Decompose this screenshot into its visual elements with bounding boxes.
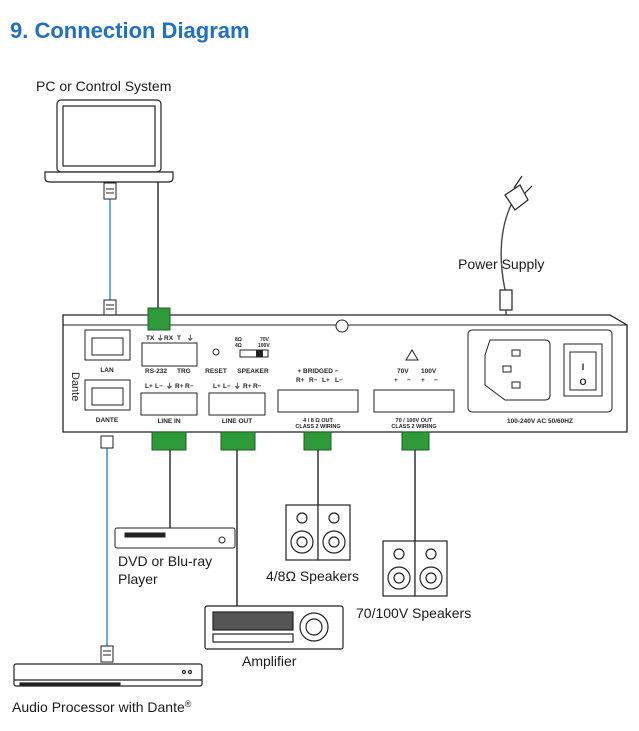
line-out-label: LINE OUT	[222, 418, 252, 425]
page-title: 9. Connection Diagram	[10, 18, 250, 43]
warning-icon	[405, 349, 419, 361]
svg-text:70V: 70V	[397, 368, 409, 375]
svg-text:100V: 100V	[258, 343, 270, 349]
rs232-pin: T	[177, 335, 181, 342]
audio-processor-label: Audio Processor with Dante®	[12, 699, 192, 715]
svg-text:L−: L−	[335, 377, 343, 384]
svg-text:L+: L+	[213, 383, 221, 390]
svg-text:+: +	[394, 377, 398, 384]
line-out-terminal[interactable]	[208, 392, 266, 416]
speakers-48-label: 4/8Ω Speakers	[266, 568, 359, 584]
line-in-label: LINE IN	[157, 418, 180, 425]
power-supply-label: Power Supply	[458, 256, 544, 272]
amplifier-icon	[204, 605, 344, 650]
svg-text:70 / 100V OUT: 70 / 100V OUT	[396, 418, 433, 424]
audio-processor-icon	[13, 663, 203, 687]
line-in-pins: L+ L− ⏚ R+ R−	[145, 382, 194, 390]
rs232-pin: RX	[164, 335, 174, 342]
speaker-mode-switch[interactable]	[239, 349, 269, 358]
svg-text:100V: 100V	[421, 368, 437, 375]
rs232-pin: ⏚	[187, 334, 194, 342]
rs232-pin: ⏚	[157, 334, 164, 342]
speaker-icon	[285, 504, 351, 561]
screw-icon	[335, 319, 349, 333]
laptop-icon	[44, 99, 174, 183]
svg-text:L+: L+	[322, 377, 330, 384]
line-in-terminal[interactable]	[140, 392, 198, 416]
svg-text:O: O	[579, 377, 586, 387]
svg-text:L−: L−	[223, 383, 231, 390]
svg-text:−: −	[407, 377, 411, 384]
terminal-plug-icon	[147, 307, 430, 451]
svg-text:L+: L+	[145, 383, 153, 390]
svg-text:R+: R+	[175, 383, 184, 390]
svg-text:R−: R−	[185, 383, 194, 390]
svg-text:4Ω: 4Ω	[235, 343, 242, 349]
svg-text:70V: 70V	[260, 337, 270, 343]
svg-text:R−: R−	[309, 377, 318, 384]
svg-text:I: I	[582, 362, 585, 372]
amplifier-device: Dante LAN DANTE TX ⏚ RX T ⏚ RS-232 TRG R…	[62, 314, 628, 433]
svg-text:+: +	[421, 377, 425, 384]
svg-text:L−: L−	[155, 383, 163, 390]
lan-label: LAN	[100, 367, 114, 374]
speakers-70100-label: 70/100V Speakers	[356, 605, 471, 621]
svg-text:⏚: ⏚	[166, 382, 173, 390]
svg-text:⏚: ⏚	[234, 382, 241, 390]
bridged-label: + BRIDGED −	[297, 368, 338, 375]
dvd-label-2: Player	[118, 571, 158, 587]
power-inlet[interactable]	[484, 339, 551, 401]
speaker-48-terminal[interactable]	[277, 389, 359, 413]
dante-label: DANTE	[96, 417, 119, 424]
dvd-player-icon	[114, 527, 236, 549]
rj45-plug-icon	[100, 182, 117, 663]
pc-label: PC or Control System	[36, 78, 171, 94]
svg-text:R−: R−	[253, 383, 262, 390]
trg-label: TRG	[177, 368, 191, 375]
amplifier-label: Amplifier	[242, 653, 297, 669]
rs232-pin: TX	[146, 335, 155, 342]
svg-text:4 / 8 Ω OUT: 4 / 8 Ω OUT	[303, 418, 333, 424]
dante-logo: Dante	[69, 372, 81, 401]
power-cable	[500, 204, 512, 291]
svg-text:CLASS 2 WIRING: CLASS 2 WIRING	[295, 424, 340, 430]
line-out-pins: L+ L− ⏚ R+ R−	[213, 382, 262, 390]
svg-text:R+: R+	[243, 383, 252, 390]
svg-text:−: −	[434, 377, 438, 384]
svg-text:CLASS 2 WIRING: CLASS 2 WIRING	[391, 424, 436, 430]
speaker-label: SPEAKER	[237, 368, 269, 375]
svg-text:8Ω: 8Ω	[235, 337, 242, 343]
speaker-icon	[382, 540, 448, 597]
power-rating: 100-240V AC 50/60HZ	[507, 418, 573, 425]
speaker-70100-terminal[interactable]	[373, 389, 455, 413]
rs232-label: RS-232	[145, 368, 167, 375]
reset-label: RESET	[205, 368, 227, 375]
power-plug-icon	[499, 175, 533, 330]
dvd-label: DVD or Blu-ray	[118, 553, 212, 569]
rs232-terminal[interactable]	[141, 342, 198, 367]
reset-button[interactable]	[212, 348, 220, 356]
svg-text:R+: R+	[296, 377, 305, 384]
